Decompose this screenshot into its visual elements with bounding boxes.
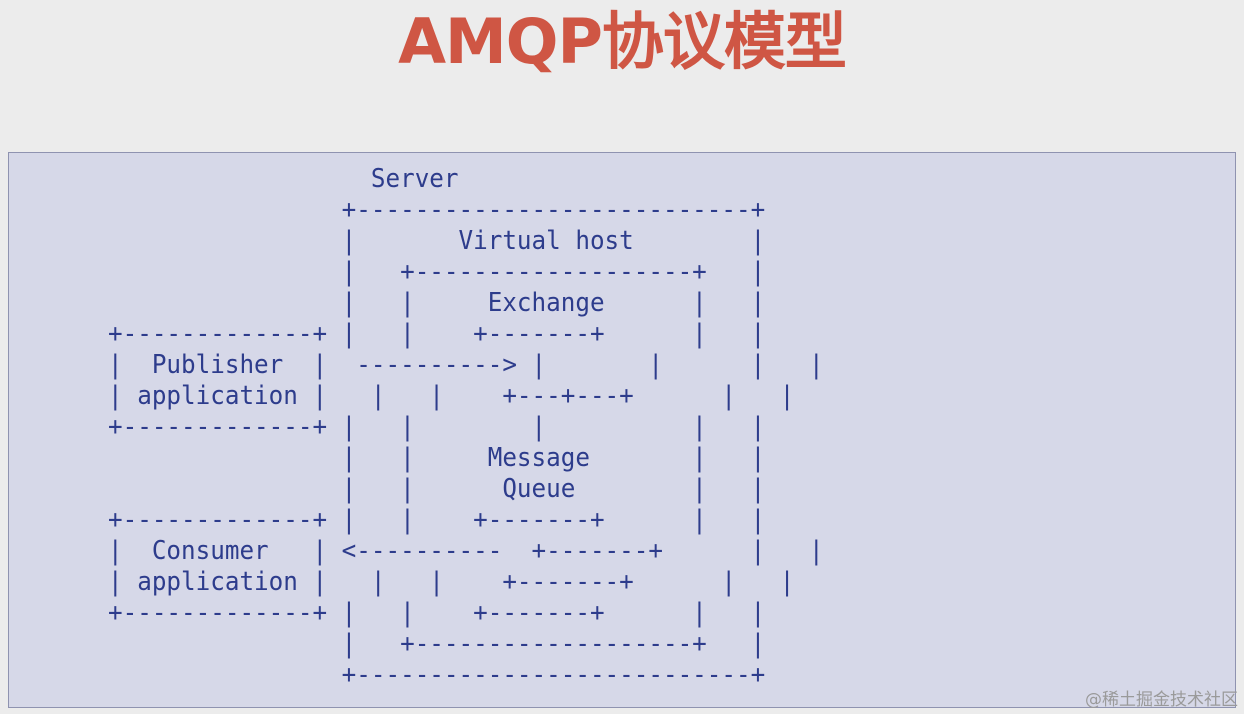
page-title: AMQP协议模型 bbox=[398, 5, 847, 78]
diagram-panel bbox=[8, 152, 1236, 708]
watermark: @稀土掘金技术社区 bbox=[1085, 690, 1238, 710]
amqp-ascii-diagram: Server +---------------------------+ | V… bbox=[108, 164, 824, 690]
